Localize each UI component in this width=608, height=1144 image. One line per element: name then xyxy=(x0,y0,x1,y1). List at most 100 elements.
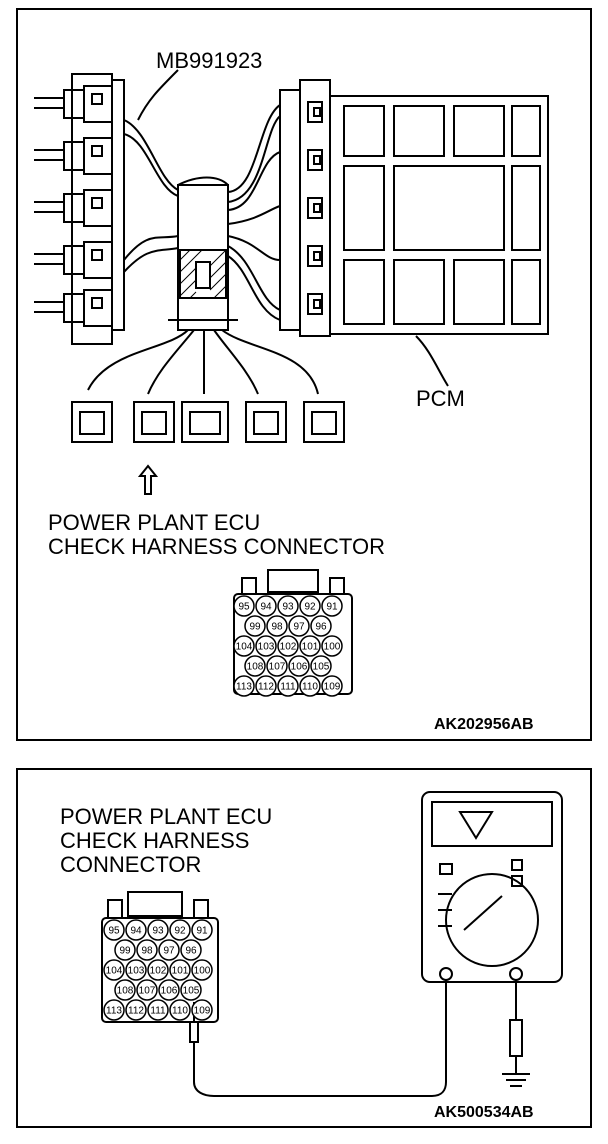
connector-pin xyxy=(103,959,125,981)
connector-pin-number: 111 xyxy=(150,1006,166,1017)
connector-pin-number: 106 xyxy=(161,986,178,997)
pcm-connector-block xyxy=(279,79,331,337)
connector-pin xyxy=(191,959,213,981)
connector-pin-number: 92 xyxy=(174,926,186,937)
connector-pin-number: 107 xyxy=(269,662,286,673)
connector-pin xyxy=(191,999,213,1021)
connector-pin xyxy=(114,939,136,961)
connector-pin xyxy=(147,959,169,981)
connector-pin xyxy=(191,919,213,941)
connector-pin-number: 104 xyxy=(106,966,123,977)
connector-pin-number: 113 xyxy=(106,1006,122,1017)
connector-pin xyxy=(125,919,147,941)
connector-pin xyxy=(299,595,321,617)
connector-label-line1: POWER PLANT ECU xyxy=(48,510,261,535)
connector-pin-number: 97 xyxy=(163,946,175,957)
connector-pin xyxy=(299,675,321,697)
connector-pin-number: 94 xyxy=(260,602,272,613)
connector-pin xyxy=(233,635,255,657)
ground-icon xyxy=(502,1073,530,1087)
connector-pin xyxy=(321,635,343,657)
connector-pin-number: 112 xyxy=(258,682,274,693)
connector-pin xyxy=(244,655,266,677)
connector-pin-number: 91 xyxy=(326,602,338,613)
left-connector-stack xyxy=(63,73,125,345)
left-wires xyxy=(34,97,64,313)
connector-pin xyxy=(180,979,202,1001)
connector-pin-number: 101 xyxy=(172,966,189,977)
up-arrow-icon xyxy=(137,464,159,495)
connector-pin xyxy=(266,655,288,677)
connector-pin-number: 106 xyxy=(291,662,308,673)
connector-pin-number: 99 xyxy=(119,946,131,957)
connector-pin-number: 92 xyxy=(304,602,316,613)
connector-pin-number: 101 xyxy=(302,642,319,653)
connector-pin-number: 109 xyxy=(324,682,341,693)
pcm-label: PCM xyxy=(416,386,465,411)
connector-pin xyxy=(266,615,288,637)
connector-pin xyxy=(255,675,277,697)
connector-pin-number: 99 xyxy=(249,622,261,633)
check-harness-connectors xyxy=(71,401,345,443)
connector-pin-number: 100 xyxy=(324,642,341,653)
connector-pin-number: 100 xyxy=(194,966,211,977)
connector-pin-number: 95 xyxy=(238,602,250,613)
connector-pin xyxy=(321,595,343,617)
connector-pin xyxy=(103,919,125,941)
pcm-unit xyxy=(329,95,549,335)
voltmeter xyxy=(421,791,563,983)
tool-leader-line xyxy=(137,69,179,121)
connector-pin xyxy=(244,615,266,637)
connector-pin-number: 113 xyxy=(236,682,252,693)
connector-pin xyxy=(180,939,202,961)
connector-pin-number: 96 xyxy=(315,622,327,633)
tool-label: MB991923 xyxy=(156,48,263,73)
connector-pin xyxy=(147,999,169,1021)
connector-pin-number: 110 xyxy=(172,1006,188,1017)
connector-pin-number: 98 xyxy=(271,622,283,633)
connector-pin-number: 96 xyxy=(185,946,197,957)
connector-pin xyxy=(169,959,191,981)
connector-pin-number: 93 xyxy=(282,602,294,613)
connector-pin xyxy=(299,635,321,657)
connector-pin-number: 105 xyxy=(183,986,200,997)
connector-pin-number: 110 xyxy=(302,682,318,693)
connector-label-line2: CHECK HARNESS xyxy=(60,828,250,853)
connector-pin-number: 108 xyxy=(247,662,264,673)
connector-pin-number: 102 xyxy=(150,966,167,977)
connector-pin-number: 94 xyxy=(130,926,142,937)
connector-label-line1: POWER PLANT ECU xyxy=(60,804,273,829)
connector-pin-number: 108 xyxy=(117,986,134,997)
connector-pin xyxy=(233,595,255,617)
connector-pin-number: 97 xyxy=(293,622,305,633)
connector-label-line3: CONNECTOR xyxy=(60,852,202,877)
connector-pin xyxy=(288,615,310,637)
connector-pin xyxy=(277,675,299,697)
connector-pin-number: 93 xyxy=(152,926,164,937)
connector-pin-number: 104 xyxy=(236,642,253,653)
connector-pin-number: 109 xyxy=(194,1006,211,1017)
connector-pin-number: 107 xyxy=(139,986,156,997)
connector-pin xyxy=(233,675,255,697)
connector-pin-number: 112 xyxy=(128,1006,144,1017)
connector-pin-number: 95 xyxy=(108,926,120,937)
harness-junction xyxy=(168,176,238,331)
connector-pin xyxy=(125,999,147,1021)
connector-pin xyxy=(255,595,277,617)
connector-pin xyxy=(125,959,147,981)
connector-pin xyxy=(114,979,136,1001)
positive-lead xyxy=(193,980,447,1097)
connector-pin xyxy=(310,615,332,637)
connector-pin xyxy=(169,999,191,1021)
connector-pin xyxy=(103,999,125,1021)
connector-label-line2: CHECK HARNESS CONNECTOR xyxy=(48,534,385,559)
connector-pin xyxy=(136,939,158,961)
figure-code-top: AK202956AB xyxy=(434,716,534,733)
connector-pin xyxy=(321,675,343,697)
connector-pin xyxy=(158,939,180,961)
harness-diagram: 9594939291999897961041031021011001081071… xyxy=(34,69,549,697)
pcm-leader-line xyxy=(415,335,449,387)
connector-pin xyxy=(277,635,299,657)
